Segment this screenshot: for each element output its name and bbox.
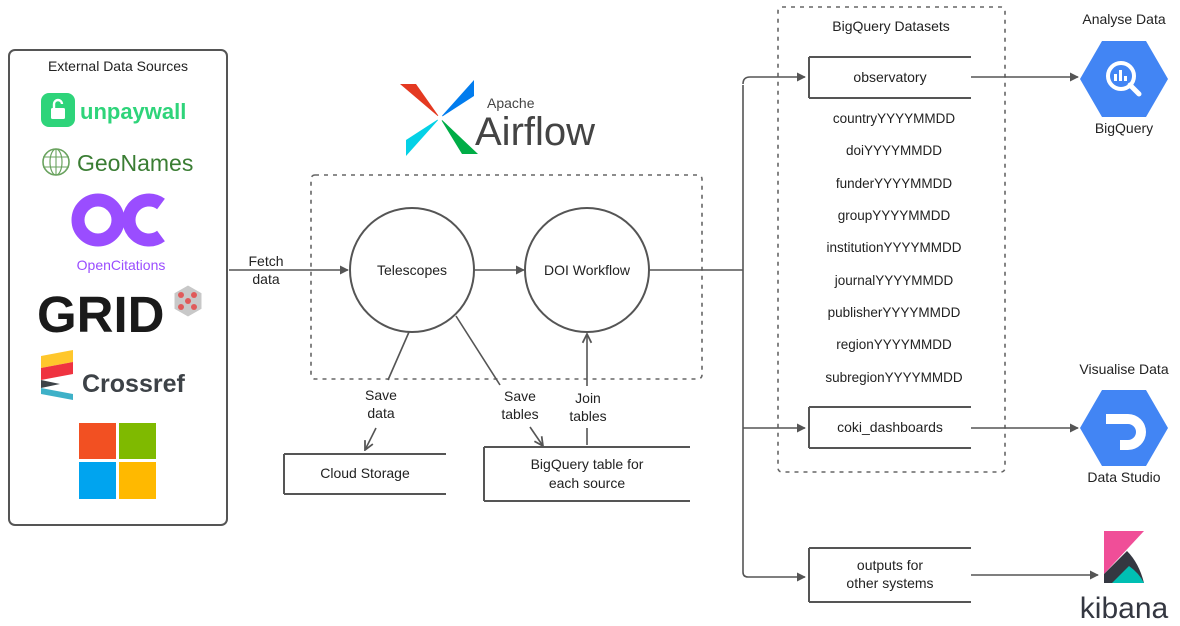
table-item-funder: funderYYYYMMDD <box>836 176 953 191</box>
airflow-text: Airflow <box>475 110 595 154</box>
bigquery-datasets-group <box>777 6 1006 473</box>
outputs-label-line2: other systems <box>846 575 933 591</box>
table-item-institution: institutionYYYYMMDD <box>826 240 961 255</box>
data-studio-icon <box>1080 390 1168 466</box>
table-item-subregion: subregionYYYYMMDD <box>825 370 963 385</box>
save-data-arrow <box>365 427 377 450</box>
grid-text: GRID <box>37 286 165 343</box>
airflow-pipeline-group <box>310 174 703 380</box>
save-tables-label-line1: Save <box>504 388 536 404</box>
unpaywall-lock-icon <box>41 93 75 127</box>
telescopes-label: Telescopes <box>377 262 447 278</box>
bigquery-icon <box>1080 41 1168 117</box>
crossref-text: Crossref <box>82 370 185 398</box>
geonames-text: GeoNames <box>77 150 193 176</box>
opencitations-logo: OpenCitations <box>71 193 166 273</box>
save-tables-arrow <box>529 426 543 446</box>
unpaywall-text: unpaywall <box>80 99 186 124</box>
unpaywall-logo: unpaywall <box>41 93 186 127</box>
external-sources-panel: External Data Sources unpaywall GeoNames <box>8 49 228 526</box>
geonames-globe-icon <box>42 148 70 176</box>
bigquery-label: BigQuery <box>1095 120 1153 136</box>
external-sources-title: External Data Sources <box>48 58 188 74</box>
table-item-journal: journalYYYYMMDD <box>834 273 954 288</box>
crossref-logo: Crossref <box>41 350 185 400</box>
grid-logo: GRID <box>37 284 203 343</box>
microsoft-logo-icon <box>79 423 156 499</box>
opencitations-oc-icon <box>71 193 165 247</box>
observatory-box: observatory <box>808 56 971 99</box>
visualise-data-label: Visualise Data <box>1079 361 1168 377</box>
fetch-label-line2: data <box>252 271 279 287</box>
kibana-label: kibana <box>1080 592 1169 625</box>
table-item-region: regionYYYYMMDD <box>836 337 952 352</box>
doi-workflow-label: DOI Workflow <box>544 262 631 278</box>
bq-table-label-line2: each source <box>549 475 625 491</box>
data-studio-label: Data Studio <box>1087 469 1160 485</box>
fanout-trunk <box>742 85 749 578</box>
save-data-label-line1: Save <box>365 387 397 403</box>
outputs-box: outputs for other systems <box>808 547 971 603</box>
analyse-data-label: Analyse Data <box>1082 11 1165 27</box>
table-item-doi: doiYYYYMMDD <box>846 143 942 158</box>
join-tables-label-line2: tables <box>569 408 606 424</box>
bq-table-box: BigQuery table for each source <box>483 446 690 502</box>
coki-dashboards-label: coki_dashboards <box>837 419 943 435</box>
bq-table-label-line1: BigQuery table for <box>531 456 644 472</box>
to-observatory-arrow <box>742 72 806 85</box>
airflow-pinwheel-icon <box>400 80 478 156</box>
airflow-logo: Apache Airflow <box>400 80 595 156</box>
cloud-storage-box: Cloud Storage <box>283 453 446 495</box>
table-item-group: groupYYYYMMDD <box>838 208 951 223</box>
apache-text: Apache <box>487 95 535 111</box>
opencitations-text: OpenCitations <box>77 257 166 273</box>
cloud-storage-label: Cloud Storage <box>320 465 410 481</box>
table-item-country: countryYYYYMMDD <box>833 111 956 126</box>
save-tables-line-a <box>455 315 501 386</box>
join-tables-label-line1: Join <box>575 390 601 406</box>
outputs-label-line1: outputs for <box>857 557 923 573</box>
geonames-logo: GeoNames <box>42 148 193 176</box>
coki-dashboards-box: coki_dashboards <box>808 406 971 449</box>
observatory-label: observatory <box>853 69 926 85</box>
table-item-publisher: publisherYYYYMMDD <box>828 305 961 320</box>
kibana-icon <box>1104 531 1144 583</box>
grid-cube-icon <box>173 284 203 318</box>
save-data-label-line2: data <box>367 405 394 421</box>
save-data-line-a <box>387 331 410 381</box>
crossref-icon <box>41 350 73 400</box>
bigquery-datasets-title: BigQuery Datasets <box>832 18 950 34</box>
fetch-label-line1: Fetch <box>248 253 283 269</box>
save-tables-label-line2: tables <box>501 406 538 422</box>
dataset-table-list: countryYYYYMMDD doiYYYYMMDD funderYYYYMM… <box>825 111 963 385</box>
